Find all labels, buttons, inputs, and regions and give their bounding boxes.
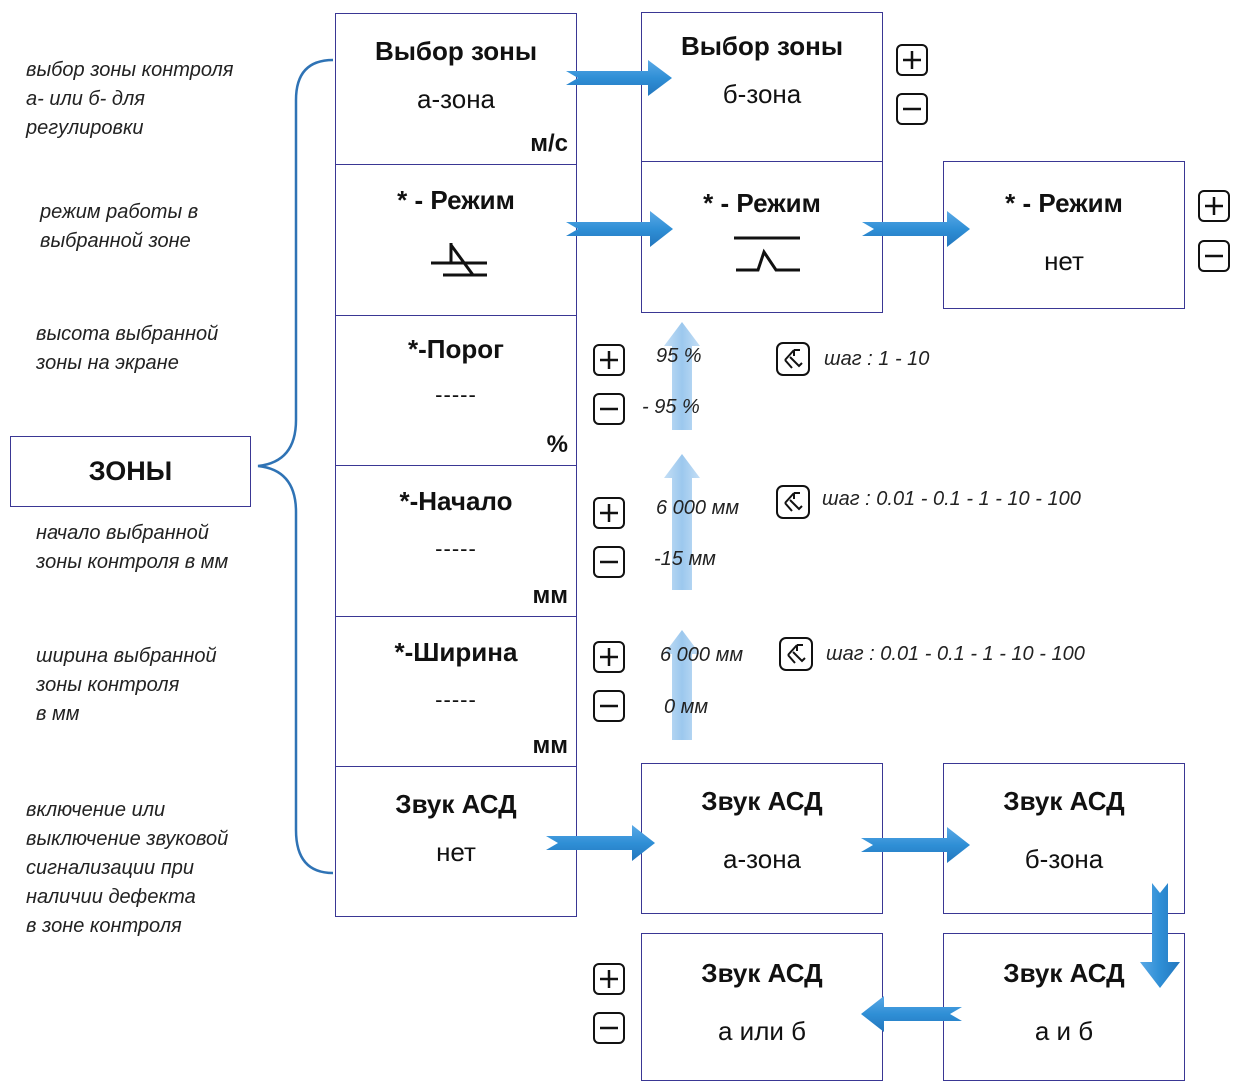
- threshold-step: шаг : 1 - 10: [824, 348, 930, 370]
- main-menu-column: Выбор зоны а-зона м/с * - Режим *-Порог …: [335, 13, 577, 917]
- start-title: *-Начало: [399, 486, 513, 516]
- threshold-minus-button[interactable]: [593, 393, 625, 425]
- zone-select-value: а-зона: [416, 84, 496, 114]
- minus-icon: [600, 704, 618, 708]
- sound-option-a-or-b[interactable]: Звук АСД а или б: [641, 933, 883, 1081]
- zone-minus-button[interactable]: [896, 93, 928, 125]
- note-width: ширина выбранной зоны контроля в мм: [36, 645, 217, 725]
- mode-3-title: * - Режим: [1005, 188, 1123, 218]
- zone-select-unit: м/с: [530, 130, 568, 157]
- threshold-value: -----: [435, 382, 477, 407]
- width-step: шаг : 0.01 - 0.1 - 1 - 10 - 100: [826, 643, 1085, 665]
- sound-option-b-zone[interactable]: Звук АСД б-зона: [943, 763, 1185, 914]
- plus-icon: [600, 351, 618, 369]
- menu-item-sound[interactable]: Звук АСД нет: [336, 766, 576, 918]
- zones-label: ЗОНЫ: [88, 456, 173, 486]
- width-step-icon[interactable]: [779, 637, 813, 671]
- start-max: 6 000 мм: [656, 497, 740, 519]
- minus-icon: [1205, 254, 1223, 258]
- encoder-knob-icon: [784, 349, 803, 369]
- note-zone-select: выбор зоны контроля а- или б- для регули…: [26, 59, 234, 139]
- note-mode: режим работы в выбранной зоне: [40, 201, 199, 252]
- minus-icon: [903, 107, 921, 111]
- encoder-knob-icon: [787, 644, 806, 664]
- plus-icon: [903, 51, 921, 69]
- sound-aorb-value: а или б: [717, 1016, 807, 1046]
- sound-plus-button[interactable]: [593, 963, 625, 995]
- zone-select-title: Выбор зоны: [374, 36, 538, 66]
- zone-b-value: б-зона: [722, 79, 802, 109]
- step-down-icon: [734, 236, 800, 272]
- threshold-min: - 95 %: [642, 396, 700, 418]
- width-min: 0 мм: [664, 696, 709, 718]
- plus-icon: [600, 648, 618, 666]
- sound-title: Звук АСД: [395, 789, 517, 819]
- mode-plus-button[interactable]: [1198, 190, 1230, 222]
- mode-title: * - Режим: [397, 185, 515, 215]
- sound-b-value: б-зона: [1024, 844, 1104, 874]
- sound-a-value: а-зона: [722, 844, 802, 874]
- plus-icon: [600, 504, 618, 522]
- sound-a-title: Звук АСД: [701, 786, 823, 816]
- sound-ab-title: Звук АСД: [1003, 958, 1125, 988]
- mode-3-value: нет: [1044, 246, 1084, 276]
- sound-option-a-zone[interactable]: Звук АСД а-зона: [641, 763, 883, 914]
- start-min: -15 мм: [654, 548, 716, 570]
- mode-2-title: * - Режим: [703, 188, 821, 218]
- crossed-threshold-icon: [431, 243, 487, 277]
- minus-icon: [600, 407, 618, 411]
- mode-option-step[interactable]: * - Режим: [641, 161, 883, 313]
- start-step-icon[interactable]: [776, 485, 810, 519]
- start-minus-button[interactable]: [593, 546, 625, 578]
- menu-item-width[interactable]: *-Ширина ----- мм: [336, 616, 576, 766]
- menu-item-threshold[interactable]: *-Порог ----- %: [336, 315, 576, 465]
- zone-select-option-b[interactable]: Выбор зоны б-зона: [641, 12, 883, 163]
- width-plus-button[interactable]: [593, 641, 625, 673]
- plus-icon: [1205, 197, 1223, 215]
- menu-item-start[interactable]: *-Начало ----- мм: [336, 465, 576, 616]
- plus-icon: [600, 970, 618, 988]
- sound-ab-value: а и б: [1034, 1016, 1094, 1046]
- zones-box: ЗОНЫ: [10, 436, 251, 507]
- mode-option-none[interactable]: * - Режим нет: [943, 161, 1185, 309]
- threshold-title: *-Порог: [408, 334, 504, 364]
- encoder-knob-icon: [784, 492, 803, 512]
- sound-b-title: Звук АСД: [1003, 786, 1125, 816]
- width-value: -----: [435, 687, 477, 712]
- start-step: шаг : 0.01 - 0.1 - 1 - 10 - 100: [822, 488, 1081, 510]
- menu-item-zone-select[interactable]: Выбор зоны а-зона м/с: [336, 14, 576, 164]
- threshold-step-icon[interactable]: [776, 342, 810, 376]
- zone-plus-button[interactable]: [896, 44, 928, 76]
- start-value: -----: [435, 536, 477, 561]
- start-plus-button[interactable]: [593, 497, 625, 529]
- width-title: *-Ширина: [394, 637, 518, 667]
- sound-aorb-title: Звук АСД: [701, 958, 823, 988]
- note-start: начало выбранной зоны контроля в мм: [36, 522, 229, 573]
- note-threshold: высота выбранной зоны на экране: [36, 323, 219, 374]
- minus-icon: [600, 1026, 618, 1030]
- sound-option-a-and-b[interactable]: Звук АСД а и б: [943, 933, 1185, 1081]
- threshold-plus-button[interactable]: [593, 344, 625, 376]
- width-max: 6 000 мм: [660, 644, 744, 666]
- note-sound: включение или выключение звуковой сигнал…: [26, 799, 229, 937]
- minus-icon: [600, 560, 618, 564]
- mode-minus-button[interactable]: [1198, 240, 1230, 272]
- threshold-max: 95 %: [656, 345, 702, 367]
- start-unit: мм: [532, 582, 568, 609]
- sound-value: нет: [436, 837, 476, 867]
- zone-b-title: Выбор зоны: [680, 31, 844, 61]
- width-unit: мм: [532, 732, 568, 759]
- threshold-unit: %: [546, 431, 568, 458]
- sound-minus-button[interactable]: [593, 1012, 625, 1044]
- menu-item-mode[interactable]: * - Режим: [336, 164, 576, 315]
- width-minus-button[interactable]: [593, 690, 625, 722]
